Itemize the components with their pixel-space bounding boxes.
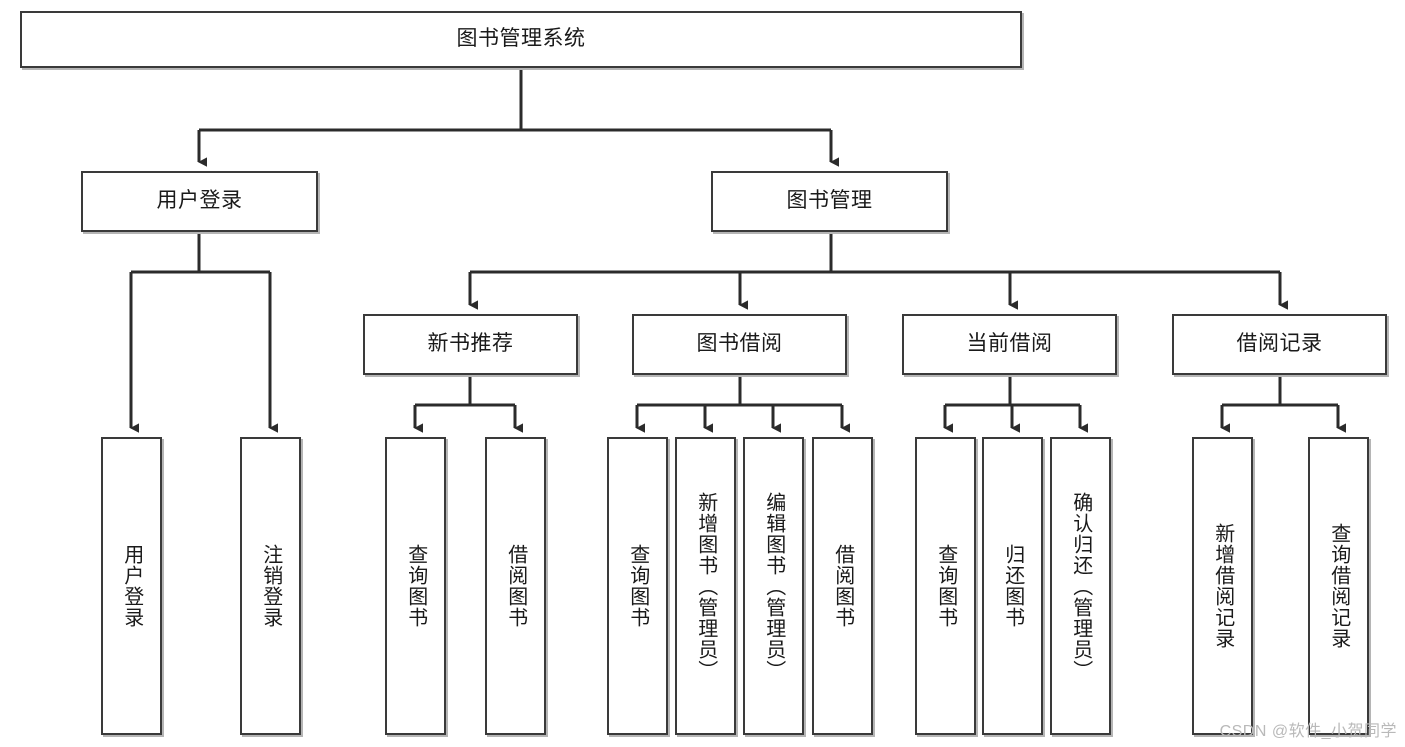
node-label: 当前借阅 bbox=[966, 332, 1053, 356]
node-label: 确认归还（管理员） bbox=[1069, 491, 1092, 681]
node-label: 查询图书 bbox=[934, 544, 957, 628]
node-label: 注销登录 bbox=[259, 544, 282, 628]
node-label: 图书管理 bbox=[786, 189, 873, 213]
node-label: 图书管理系统 bbox=[456, 27, 586, 51]
leaf-record-add-borrow-record[interactable]: 新增借阅记录 bbox=[1192, 437, 1253, 735]
node-root-book-management-system[interactable]: 图书管理系统 bbox=[20, 11, 1022, 68]
node-label: 新增图书（管理员） bbox=[694, 491, 717, 681]
node-new-book-recommendation[interactable]: 新书推荐 bbox=[363, 314, 578, 375]
node-book-management[interactable]: 图书管理 bbox=[711, 171, 948, 232]
leaf-borrow-add-book-admin[interactable]: 新增图书（管理员） bbox=[675, 437, 736, 735]
leaf-user-login[interactable]: 用户登录 bbox=[101, 437, 162, 735]
node-label: 查询图书 bbox=[626, 544, 649, 628]
leaf-current-return-books[interactable]: 归还图书 bbox=[982, 437, 1043, 735]
leaf-new-book-query-books[interactable]: 查询图书 bbox=[385, 437, 446, 735]
node-borrow-records[interactable]: 借阅记录 bbox=[1172, 314, 1387, 375]
leaf-logout[interactable]: 注销登录 bbox=[240, 437, 301, 735]
leaf-borrow-borrow-books[interactable]: 借阅图书 bbox=[812, 437, 873, 735]
node-label: 新增借阅记录 bbox=[1211, 523, 1234, 649]
leaf-current-query-books[interactable]: 查询图书 bbox=[915, 437, 976, 735]
node-book-borrowing[interactable]: 图书借阅 bbox=[632, 314, 847, 375]
node-label: 用户登录 bbox=[156, 189, 243, 213]
leaf-new-book-borrow-books[interactable]: 借阅图书 bbox=[485, 437, 546, 735]
node-user-login[interactable]: 用户登录 bbox=[81, 171, 318, 232]
leaf-record-query-borrow-record[interactable]: 查询借阅记录 bbox=[1308, 437, 1369, 735]
node-label: 借阅图书 bbox=[831, 544, 854, 628]
node-label: 借阅图书 bbox=[504, 544, 527, 628]
node-label: 编辑图书（管理员） bbox=[762, 491, 785, 681]
leaf-current-confirm-return-admin[interactable]: 确认归还（管理员） bbox=[1050, 437, 1111, 735]
leaf-borrow-edit-book-admin[interactable]: 编辑图书（管理员） bbox=[743, 437, 804, 735]
node-current-borrowing[interactable]: 当前借阅 bbox=[902, 314, 1117, 375]
node-label: 图书借阅 bbox=[696, 332, 783, 356]
leaf-borrow-query-books[interactable]: 查询图书 bbox=[607, 437, 668, 735]
node-label: 查询借阅记录 bbox=[1327, 523, 1350, 649]
node-label: 新书推荐 bbox=[427, 332, 514, 356]
node-label: 查询图书 bbox=[404, 544, 427, 628]
node-label: 借阅记录 bbox=[1236, 332, 1323, 356]
node-label: 用户登录 bbox=[120, 544, 143, 628]
node-label: 归还图书 bbox=[1001, 544, 1024, 628]
